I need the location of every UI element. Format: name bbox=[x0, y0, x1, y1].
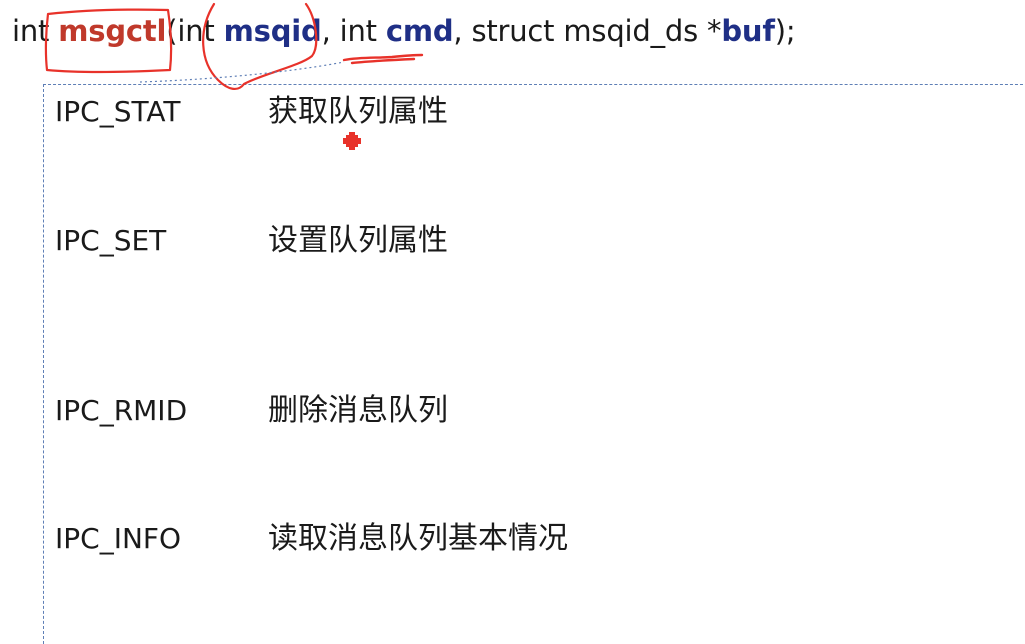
command-description: 设置队列属性 bbox=[268, 223, 448, 258]
command-name: IPC_SET bbox=[55, 224, 167, 257]
sig-token-close: ); bbox=[774, 14, 796, 48]
command-description: 获取队列属性 bbox=[268, 94, 448, 129]
command-description: 删除消息队列 bbox=[268, 393, 448, 428]
annotation-connector bbox=[139, 61, 345, 83]
annotation-underline-cmd bbox=[342, 53, 424, 65]
commands-box bbox=[43, 84, 1025, 644]
command-name: IPC_RMID bbox=[55, 394, 188, 427]
sig-token-open-paren: (int bbox=[166, 14, 224, 48]
command-description: 读取消息队列基本情况 bbox=[268, 521, 568, 556]
command-name: IPC_INFO bbox=[55, 522, 182, 555]
sig-token-cmd: cmd bbox=[385, 14, 454, 48]
sig-token-int: int bbox=[12, 14, 59, 48]
function-signature: int msgctl(int msqid, int cmd, struct ms… bbox=[12, 14, 796, 48]
sig-token-buf: buf bbox=[721, 14, 775, 48]
sig-token-func-name: msgctl bbox=[58, 14, 167, 48]
sig-token-msqid: msqid bbox=[223, 14, 322, 48]
sig-token-sep1: , int bbox=[321, 14, 386, 48]
command-name: IPC_STAT bbox=[55, 95, 181, 128]
sig-token-sep2: , struct msqid_ds * bbox=[453, 14, 722, 48]
